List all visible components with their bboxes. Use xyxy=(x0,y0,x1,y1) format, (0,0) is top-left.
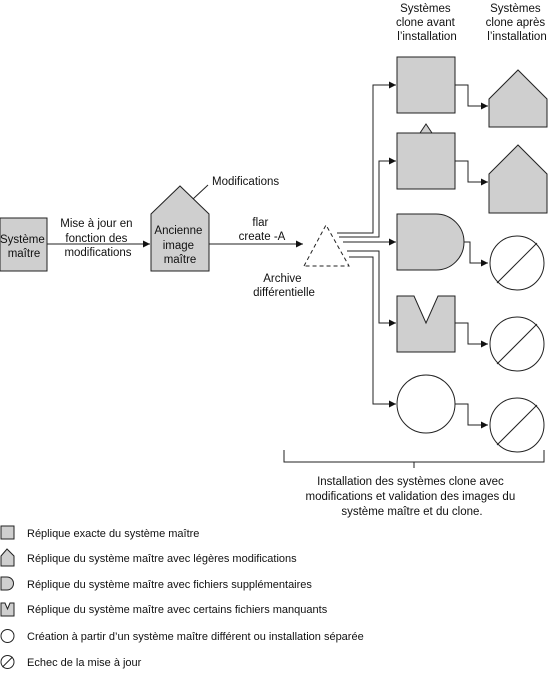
d-shape-icon xyxy=(0,576,14,591)
old-master-image-line-1: Ancienne xyxy=(154,225,202,237)
branch-connector-1 xyxy=(337,81,396,234)
differential-archive-line-1: Archive xyxy=(263,273,301,285)
clone-before-small-mod xyxy=(396,132,456,190)
branch-connector-5 xyxy=(349,256,396,408)
legend-item-3-text: Réplique du système maître avec fichiers… xyxy=(27,579,312,591)
legend-item-6-text: Echec de la mise à jour xyxy=(27,657,142,669)
old-master-image-line-3: maître xyxy=(164,254,197,266)
header-before-line-1: Systèmes xyxy=(400,3,451,15)
clone-after-row-3-failed-slash xyxy=(496,242,538,284)
clone-before-exact-replica xyxy=(396,56,456,114)
clone-after-row-2 xyxy=(488,144,548,214)
clone-before-different-master xyxy=(396,374,456,434)
old-master-image-line-2: image xyxy=(163,240,194,252)
clone-installation-bracket xyxy=(283,450,545,468)
old-master-image-shape xyxy=(150,185,210,272)
flar-command-line-2: create -A xyxy=(239,231,286,243)
caption-line-1: Installation des systèmes clone avec xyxy=(317,476,504,488)
branch-connector-2 xyxy=(339,157,396,238)
row-4-update-arrow xyxy=(455,322,488,348)
modifications-label: Modifications xyxy=(212,176,279,188)
clone-installation-caption: Installation des systèmes clone avec mod… xyxy=(306,476,519,518)
header-after-line-2: clone après xyxy=(486,17,546,29)
legend: Réplique exacte du système maître Répliq… xyxy=(0,525,364,669)
row-3-update-arrow xyxy=(464,241,488,267)
circle-icon xyxy=(0,629,15,643)
clone-before-extra-files xyxy=(396,213,465,271)
row-5-update-arrow xyxy=(455,403,488,429)
differential-archive-label: Archive différentielle xyxy=(253,273,315,299)
master-system-line-2: maître xyxy=(8,248,41,260)
header-before: Systèmes clone avant l’installation xyxy=(396,3,458,43)
update-label-line-3: modifications xyxy=(64,247,131,259)
update-label: Mise à jour en fonction des modification… xyxy=(60,218,135,259)
notched-square-icon xyxy=(0,602,15,617)
legend-item-1-text: Réplique exacte du système maître xyxy=(27,528,199,540)
square-icon xyxy=(0,525,15,540)
clone-before-missing-files xyxy=(396,295,456,353)
update-label-line-2: fonction des xyxy=(65,233,127,245)
clone-after-row-1 xyxy=(488,69,548,128)
legend-item-4-text: Réplique du système maître avec certains… xyxy=(27,604,328,616)
legend-item-5-text: Création à partir d’un système maître di… xyxy=(27,631,364,643)
clone-before-small-mod-marker xyxy=(419,123,433,134)
house-small-icon xyxy=(0,548,15,567)
master-system-label: Système maître xyxy=(0,234,48,260)
header-after-line-1: Systèmes xyxy=(490,3,541,15)
update-label-line-1: Mise à jour en xyxy=(60,218,132,230)
caption-line-3: système maître et du clone. xyxy=(341,506,482,518)
row-2-update-arrow xyxy=(455,160,488,186)
header-after: Systèmes clone après l’installation xyxy=(486,3,549,43)
legend-item-2-text: Réplique du système maître avec légères … xyxy=(27,553,297,565)
clone-after-row-4-failed-slash xyxy=(496,323,538,365)
header-before-line-2: clone avant xyxy=(396,17,456,29)
failed-icon-slash xyxy=(2,656,13,668)
header-after-line-3: l’installation xyxy=(487,31,546,43)
caption-line-2: modifications et validation des images d… xyxy=(306,491,516,503)
flar-command-line-1: flar xyxy=(252,217,268,229)
branch-connector-4 xyxy=(347,250,396,327)
row-1-update-arrow xyxy=(455,84,488,110)
clone-after-row-5-failed-slash xyxy=(496,404,538,446)
differential-archive-triangle xyxy=(303,223,350,267)
header-before-line-3: l’installation xyxy=(397,31,456,43)
differential-archive-line-2: différentielle xyxy=(253,287,315,299)
old-master-image-label: Ancienne image maître xyxy=(154,225,205,266)
modifications-leader-line xyxy=(192,184,209,200)
master-system-line-1: Système xyxy=(0,234,45,246)
flar-command-label: flar create -A xyxy=(239,217,286,243)
